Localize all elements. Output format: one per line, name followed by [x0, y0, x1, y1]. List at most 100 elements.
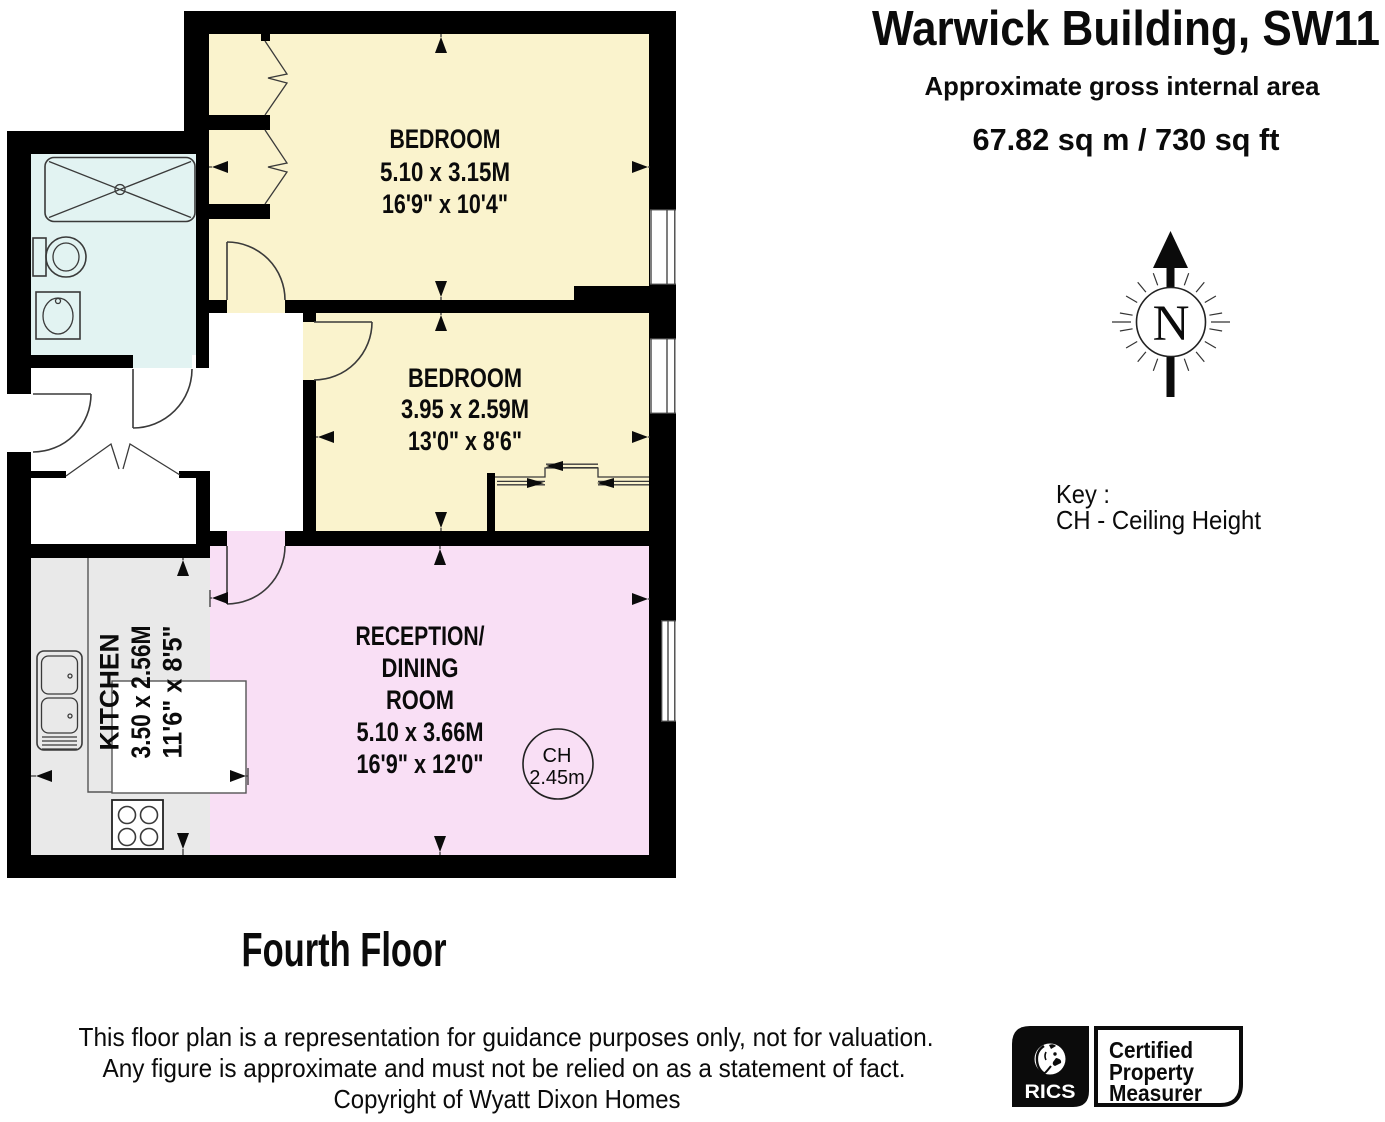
kitchen-peninsula: [111, 680, 247, 794]
doors: [32, 40, 649, 605]
wall-bedroom1-west: [184, 11, 209, 154]
bedroom1-floor: [209, 34, 650, 300]
bedroom2-door-gap: [303, 322, 316, 380]
wall-hall-west: [196, 471, 210, 558]
wall-left-lower: [7, 452, 31, 855]
reception-size-imperial: 16'9" x 12'0": [357, 749, 484, 779]
wall-reception-north-b: [285, 531, 650, 546]
gross-area-value: 67.82 sq m / 730 sq ft: [973, 122, 1280, 157]
bedroom1-door: [226, 241, 286, 301]
rics-lion-icon: [1034, 1043, 1066, 1076]
bedroom1-window: [650, 209, 676, 285]
reception-name-2: DINING: [382, 653, 459, 683]
bathroom-fixtures: [32, 156, 196, 340]
wall-bathroom-top: [7, 131, 209, 154]
bedroom2-size-imperial: 13'0" x 8'6": [408, 426, 522, 456]
compass-circle: [1135, 286, 1207, 358]
hall-cupboard-doors: [65, 442, 181, 477]
wall-closet-stub1: [209, 115, 270, 130]
kitchen-name: KITCHEN: [95, 634, 125, 751]
wall-left-upper: [7, 131, 31, 394]
page-subtitle: Approximate gross internal area: [925, 71, 1321, 101]
kitchen-fixtures: [36, 558, 247, 850]
bedroom1-size-imperial: 16'9" x 10'4": [382, 189, 508, 219]
room-labels: BEDROOM 5.10 x 3.15M 16'9" x 10'4" BEDRO…: [95, 124, 530, 779]
bathroom-door: [132, 368, 193, 429]
ceiling-height-badge: CH 2.45m: [522, 728, 594, 800]
header: Warwick Building, SW11 Approximate gross…: [872, 2, 1380, 157]
kitchen-sink: [36, 650, 83, 751]
reception-window: [661, 620, 676, 722]
wall-kitchen-north: [31, 544, 210, 558]
compass-rays: [1112, 272, 1230, 372]
wardrobe-arrow-left: [527, 478, 544, 488]
windows: [650, 209, 676, 722]
page-title: Warwick Building, SW11: [872, 2, 1380, 56]
basin: [35, 291, 81, 340]
north-compass: N: [1112, 231, 1230, 397]
kitchen-size-metric: 3.50 x 2.56M: [126, 626, 156, 759]
bedroom2-size-metric: 3.95 x 2.59M: [401, 394, 529, 424]
key-ceiling-height: CH - Ceiling Height: [1056, 505, 1262, 535]
ch-abbr: CH: [543, 745, 572, 767]
cert-line-1: Certified: [1109, 1037, 1193, 1063]
cert-line-3: Measurer: [1109, 1080, 1202, 1106]
kitchen-counter-edge: [87, 558, 112, 793]
bedroom1-closet-doors: [264, 40, 289, 205]
kitchen-size-imperial: 11'6" x 8'5": [158, 626, 188, 759]
disclaimer-line-2: Any figure is approximate and must not b…: [103, 1053, 906, 1083]
wall-bedroom1-south-c: [574, 286, 650, 313]
bedroom2-floor: [316, 313, 650, 531]
reception-door-gap: [227, 531, 285, 546]
compass-arrowhead: [1153, 231, 1188, 268]
shower-tray: [44, 156, 196, 223]
wall-bedroom1-south-a: [209, 300, 227, 313]
walls: [7, 11, 676, 878]
rics-badge: RICS Certified Property Measurer: [1012, 1026, 1243, 1107]
disclaimer: This floor plan is a representation for …: [79, 1022, 934, 1114]
bedroom1-size-metric: 5.10 x 3.15M: [380, 157, 510, 187]
rics-label: RICS: [1025, 1082, 1076, 1103]
bedroom1-name: BEDROOM: [390, 124, 501, 154]
bedroom2-door: [313, 321, 373, 381]
reception-name-3: ROOM: [386, 685, 454, 715]
cert-white-box: [1094, 1026, 1243, 1107]
wall-bottom: [7, 855, 676, 878]
wall-bedroom2-west-b: [303, 380, 316, 531]
disclaimer-line-3: Copyright of Wyatt Dixon Homes: [334, 1084, 681, 1114]
wardrobe-arrow-upper: [546, 461, 563, 471]
toilet: [32, 236, 87, 278]
key-legend: Key : CH - Ceiling Height: [1056, 479, 1262, 535]
wall-wardrobe-stub: [487, 473, 495, 531]
entrance-door: [32, 393, 92, 453]
reception-size-metric: 5.10 x 3.66M: [357, 717, 484, 747]
wardrobe-arrow-right: [597, 478, 614, 488]
bedroom1-door-gap: [227, 300, 285, 313]
bedroom2-name: BEDROOM: [408, 363, 522, 393]
dimension-arrows: [31, 34, 650, 855]
wall-bedroom1-south-b: [285, 300, 574, 313]
wall-closet-stub2: [209, 204, 270, 219]
reception-name-1: RECEPTION/: [356, 621, 485, 651]
wall-bedroom2-west-a: [303, 313, 316, 322]
disclaimer-line-1: This floor plan is a representation for …: [79, 1022, 934, 1052]
wall-cupboard-jamb-left: [31, 471, 66, 478]
compass-north-letter: N: [1153, 296, 1190, 352]
wall-reception-north-a: [210, 531, 227, 546]
wall-cupboard-jamb-right: [179, 471, 196, 478]
wall-top: [184, 11, 676, 34]
bedroom2-sliding-wardrobe: [495, 461, 649, 488]
bathroom-floor: [31, 154, 196, 355]
bedroom2-window: [650, 338, 676, 414]
reception-floor: [210, 546, 650, 855]
cert-line-2: Property: [1109, 1059, 1194, 1085]
wall-right: [649, 11, 676, 878]
key-heading: Key :: [1056, 479, 1110, 509]
ch-value: 2.45m: [529, 767, 585, 789]
bathroom-door-gap: [133, 355, 192, 368]
wall-bathroom-east: [196, 131, 209, 368]
kitchen-hob: [111, 799, 164, 850]
wall-bathroom-south: [31, 355, 133, 368]
